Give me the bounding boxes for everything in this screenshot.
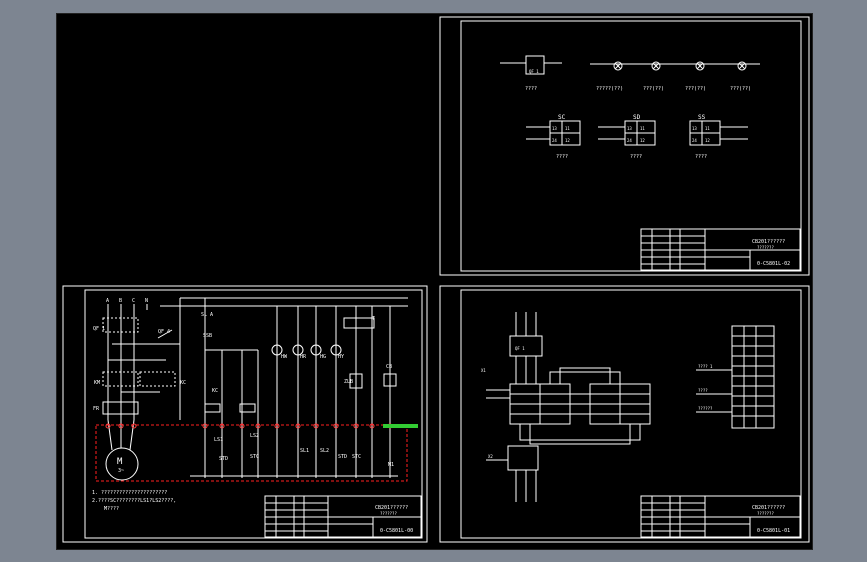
title-block-bottom-left: CB201?????? ??????? 0-C5801L-00: [264, 495, 422, 538]
hy-label: HY: [338, 354, 344, 360]
subtitle-bottom-left: ???????: [380, 511, 397, 516]
ls1-label: LS1: [214, 437, 223, 443]
fr-label: FR: [93, 406, 100, 412]
qf-breaker-symbol: QF 1 ????: [500, 55, 562, 92]
phase-b-label: B: [119, 298, 122, 304]
lamp4-caption: ???(??): [730, 86, 751, 92]
sla-label: SL A: [201, 312, 213, 318]
ssb-label: SSB: [203, 333, 212, 339]
qf4-label: QF 4: [158, 329, 170, 335]
drawing-no-bottom-left: 0-C5801L-00: [380, 528, 413, 534]
ss-title: SS: [698, 114, 706, 121]
hr-label: HR: [300, 354, 307, 360]
power-lines: [107, 297, 408, 420]
sheet-bottom-right[interactable]: QF 1 X1 X2: [439, 285, 810, 543]
sc-caption: ????: [556, 154, 568, 160]
std-label: STD: [219, 456, 228, 462]
wire-in2-label: ????: [698, 388, 708, 393]
wire-in1-label: ???? 1: [698, 364, 713, 369]
sd-caption: ????: [630, 154, 642, 160]
sd-contact-11: 11: [640, 126, 645, 131]
ss-switch-table: SS 13 11 24 12 ????: [689, 114, 748, 160]
sc-title: SC: [558, 114, 566, 121]
note-2: 2.????SC????????LS1?LS2????,: [92, 498, 176, 504]
terminal-block-left: [486, 367, 651, 445]
ls2-label: LS2: [250, 433, 259, 439]
incoming-wires: QF 1: [509, 312, 543, 384]
drawing-no-bottom-right: 0-C5801L-01: [757, 528, 790, 534]
phase-c-label: C: [132, 298, 135, 304]
note-3: M????: [104, 506, 119, 512]
sc-contact-11: 11: [565, 126, 570, 131]
sd-title: SD: [633, 114, 641, 121]
ss-contact-12: 12: [705, 138, 710, 143]
motor-label: M: [117, 457, 123, 467]
main-contacts: [102, 317, 176, 415]
sc-switch-table: SC 13 11 24 12 ????: [526, 114, 581, 160]
kc-coil-label: KC: [212, 388, 218, 394]
terminal-row: [105, 423, 393, 429]
sl1-label: SL1: [300, 448, 309, 454]
qf-caption: ????: [525, 86, 537, 92]
lower-contactor: X2: [486, 445, 539, 502]
title-block-bottom-right: CB201?????? ??????? 0-C5801L-01: [640, 495, 801, 538]
subtitle-top-right: ???????: [757, 245, 774, 250]
sc-contact-24: 24: [552, 138, 557, 143]
phase-a-label: A: [106, 298, 109, 304]
sheet-top-right[interactable]: QF 1 ???? ?????(??) ???(??) ???(??) ???(…: [439, 16, 810, 276]
control-branches: [190, 298, 398, 478]
sheet-bottom-left[interactable]: A B C N QF 1 QF 4 KM KC FR: [62, 285, 428, 543]
title-top-right: CB201??????: [752, 239, 785, 245]
x1-terminal-label: X1: [481, 368, 486, 373]
hw-label: HW: [281, 354, 288, 360]
lamp1-caption: ?????(??): [596, 86, 623, 92]
zlb-label: ZLB: [344, 379, 353, 385]
sd-contact-24: 24: [627, 138, 632, 143]
sc-contact-12: 12: [565, 138, 570, 143]
qf-symbol-label: QF 1: [529, 69, 539, 74]
sd-switch-table: SD 13 11 24 12 ????: [598, 114, 656, 160]
sl2-label: SL2: [320, 448, 329, 454]
ss-caption: ????: [695, 154, 707, 160]
lamp3-caption: ???(??): [685, 86, 706, 92]
stc-label: STC: [250, 454, 259, 460]
right-terminal-table: ???? 1 ???? ??????: [696, 325, 775, 429]
x2-terminal-label: X2: [488, 454, 493, 459]
stc2-label: STC: [352, 454, 361, 460]
ss-contact-11: 11: [705, 126, 710, 131]
motor-symbol: M 3~: [105, 419, 139, 481]
sd-contact-12: 12: [640, 138, 645, 143]
ss-contact-24: 24: [692, 138, 697, 143]
transformer-label: T: [372, 316, 375, 322]
lamp2-caption: ???(??): [643, 86, 664, 92]
wire-out-label: ??????: [698, 406, 713, 411]
std2-label: STD: [338, 454, 347, 460]
cb-label: CB: [386, 364, 392, 370]
drawing-canvas: [56, 13, 813, 550]
sd-contact-13: 13: [627, 126, 632, 131]
drawing-no-top-right: 0-C5801L-02: [757, 261, 790, 267]
km-label: KM: [94, 380, 100, 386]
m1-label: M1: [388, 462, 394, 468]
ss-contact-13: 13: [692, 126, 697, 131]
kc-label: KC: [180, 380, 186, 386]
subtitle-bottom-right: ???????: [757, 511, 774, 516]
motor-phase-label: 3~: [118, 468, 124, 474]
hg-label: HG: [320, 354, 326, 360]
terminal-box-dashed: [95, 424, 408, 482]
title-bottom-right: CB201??????: [752, 505, 785, 511]
qf1-box-label: QF 1: [515, 346, 525, 351]
title-bottom-left: CB201??????: [375, 505, 408, 511]
title-block-top-right: CB201?????? ??????? 0-C5801L-02: [640, 228, 801, 271]
note-1: 1. ??????????????????????: [92, 490, 167, 496]
lamp-chain: ?????(??) ???(??) ???(??) ???(??): [590, 61, 760, 92]
sc-contact-13: 13: [552, 126, 557, 131]
neutral-label: N: [145, 298, 148, 304]
qf1-label: QF 1: [93, 326, 105, 332]
